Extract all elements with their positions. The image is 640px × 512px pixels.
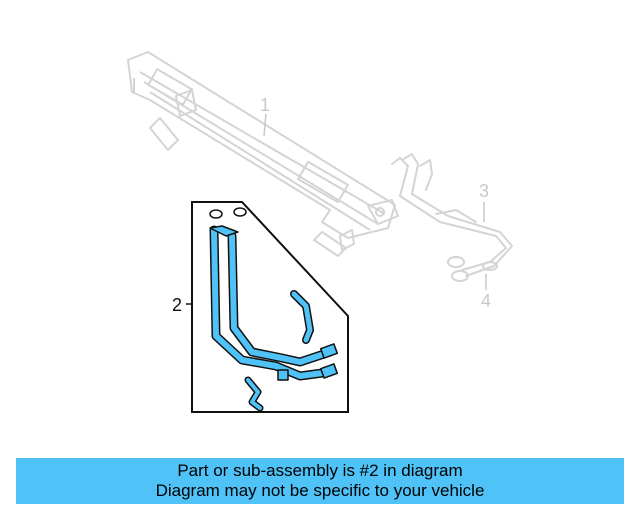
banner-line-part-number: Part or sub-assembly is #2 in diagram — [177, 461, 463, 480]
info-banner: Part or sub-assembly is #2 in diagram Di… — [16, 458, 624, 504]
callout-4: 4 — [481, 291, 492, 311]
tube-assembly-part-2 — [209, 207, 339, 412]
callout-1: 1 — [260, 95, 271, 115]
leader-line-1 — [263, 113, 267, 137]
banner-line-disclaimer: Diagram may not be specific to your vehi… — [155, 481, 485, 500]
oil-cooler-part-1 — [127, 51, 399, 257]
callout-2: 2 — [172, 295, 183, 315]
callout-3: 3 — [479, 181, 490, 201]
diagram-drawing — [127, 51, 513, 413]
cooler-lines-part-3-4 — [391, 153, 513, 282]
